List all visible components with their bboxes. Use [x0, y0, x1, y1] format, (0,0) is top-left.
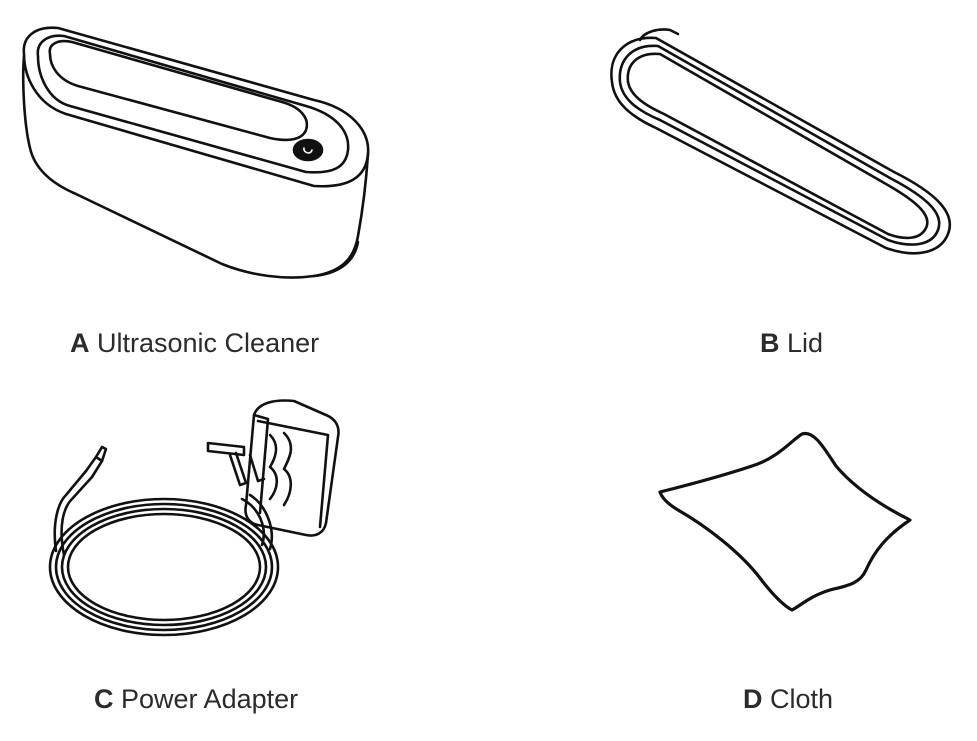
ultrasonic-cleaner-icon: [21, 26, 370, 279]
item-letter: A: [70, 328, 90, 358]
cloth-illustration: [652, 426, 914, 616]
item-letter: B: [760, 328, 780, 358]
item-name: Cloth: [770, 684, 834, 714]
item-name: Power Adapter: [121, 684, 299, 714]
item-caption-b: B Lid: [760, 327, 823, 359]
power-adapter-icon: [48, 399, 340, 637]
lid-icon: [610, 28, 951, 255]
item-caption-d: D Cloth: [743, 683, 833, 715]
item-caption-a: A Ultrasonic Cleaner: [70, 327, 319, 359]
item-letter: D: [743, 684, 763, 714]
item-letter: C: [94, 684, 114, 714]
power-adapter-illustration: [44, 395, 342, 640]
ultrasonic-cleaner-illustration: [14, 14, 374, 290]
item-name: Lid: [787, 328, 824, 358]
cloth-icon: [658, 431, 912, 612]
item-caption-c: C Power Adapter: [94, 683, 298, 715]
lid-illustration: [604, 22, 960, 258]
item-name: Ultrasonic Cleaner: [97, 328, 320, 358]
